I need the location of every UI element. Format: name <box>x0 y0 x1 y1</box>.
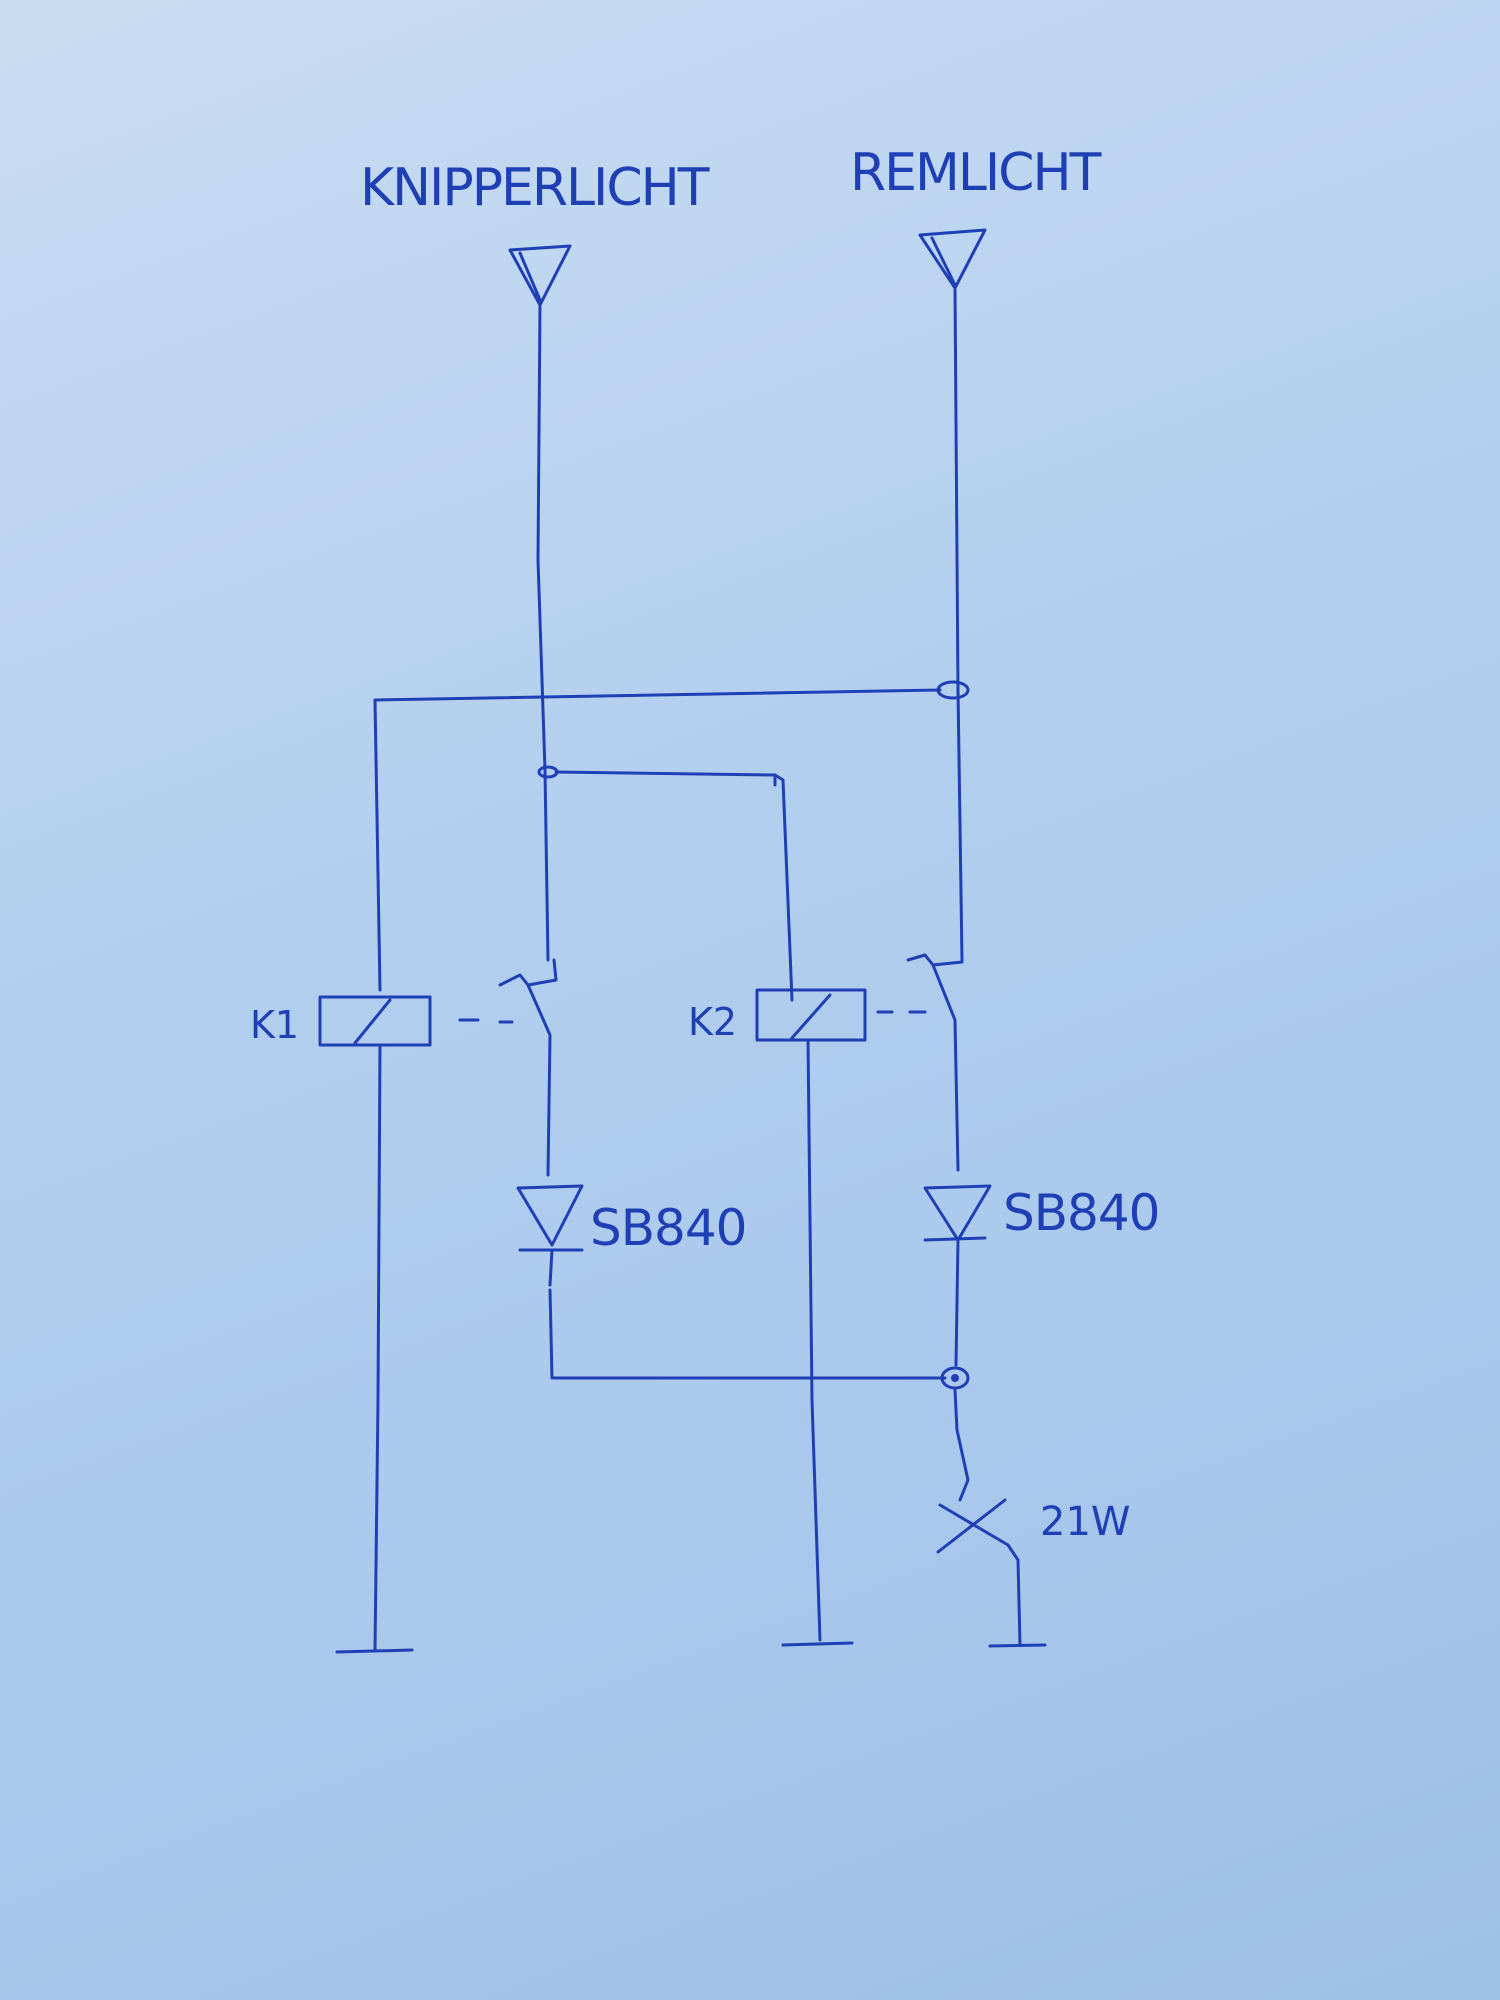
relay-k1-coil-slash <box>353 998 392 1045</box>
junction-mid-left <box>537 765 559 779</box>
wire-right-diode-down <box>954 1238 960 1367</box>
relay-k1-switch-top <box>526 958 558 987</box>
wire-remlicht-to-k1-coil <box>373 688 942 992</box>
wire-lamp-to-ground <box>1006 1543 1022 1647</box>
relay-k2-coil-slash <box>790 993 832 1040</box>
wire-remlicht <box>953 286 964 962</box>
junction-top-right <box>936 680 970 700</box>
wire-knipperlicht <box>536 303 550 962</box>
relay-k1-coil <box>318 995 432 1047</box>
junction-bottom <box>940 1366 970 1390</box>
wire-bus-to-lamp <box>953 1388 970 1502</box>
lamp-21w-symbol <box>936 1498 1010 1554</box>
wire-k1-to-ground <box>373 1043 382 1652</box>
terminal-knipperlicht <box>508 244 572 307</box>
relay-k2-switch <box>906 953 960 1172</box>
label-k1: K1 <box>250 1003 299 1047</box>
label-remlicht: REMLICHT <box>850 143 1102 203</box>
label-k2: K2 <box>688 1000 737 1044</box>
ground-right <box>988 1643 1047 1648</box>
ground-middle <box>781 1641 854 1647</box>
diode-right-bar <box>923 1236 987 1242</box>
terminal-remlicht <box>918 228 987 290</box>
ground-left <box>335 1648 414 1654</box>
wire-k2-to-ground <box>806 1038 822 1642</box>
label-lamp: 21W <box>1040 1499 1130 1545</box>
relay-k1-switch <box>498 973 552 1177</box>
relay-k2-coil <box>755 988 867 1042</box>
diode-right-body <box>923 1184 992 1242</box>
label-diode-right: SB840 <box>1003 1184 1159 1242</box>
relay-k2-switch-top <box>931 960 964 967</box>
wire-left-diode-to-bus <box>548 1248 947 1380</box>
label-diode-left: SB840 <box>590 1199 746 1257</box>
relay-k1-link <box>458 1018 514 1024</box>
wire-knipperlicht-to-k2-coil <box>554 770 794 1002</box>
label-knipperlicht: KNIPPERLICHT <box>360 158 710 218</box>
diode-left-body <box>516 1184 584 1247</box>
junction-bottom-dot <box>951 1374 959 1382</box>
